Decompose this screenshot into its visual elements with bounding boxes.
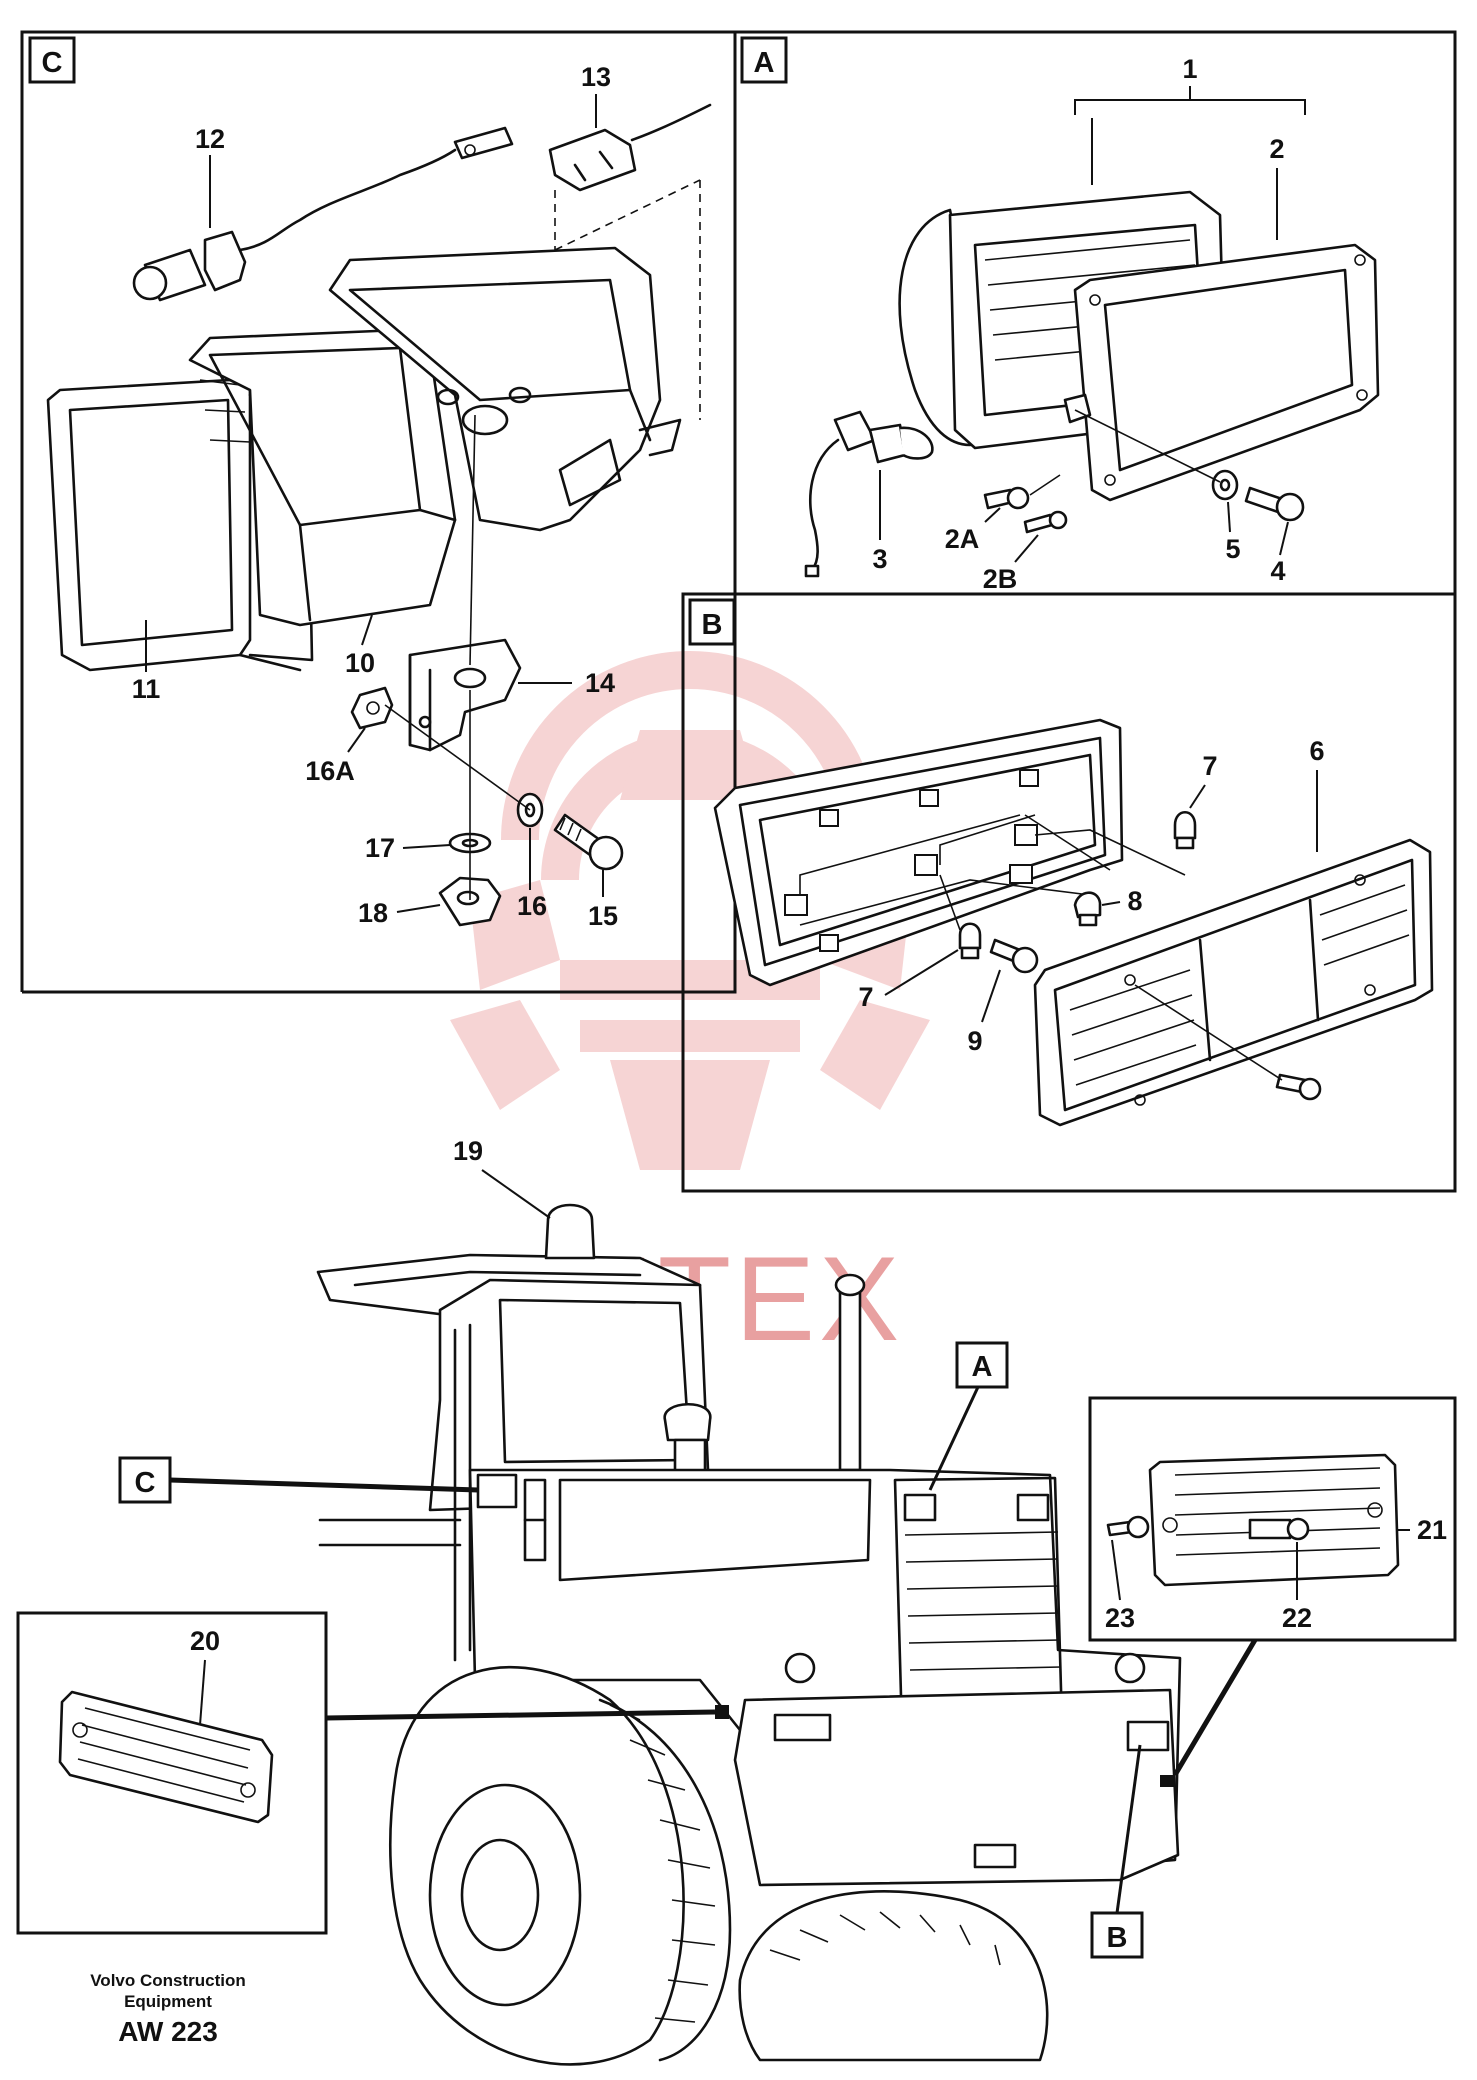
- callout-22: 22: [1282, 1603, 1312, 1633]
- callout-1: 1: [1182, 54, 1197, 84]
- bulb-8: [1073, 891, 1102, 927]
- leader-16a: [347, 727, 366, 753]
- assembly-lines-c: [384, 414, 531, 900]
- panel-b-tag-box: [688, 598, 736, 646]
- bracket-14: [408, 638, 522, 752]
- callout-2: 2: [1269, 134, 1284, 164]
- inset-21-pointer: [1172, 1638, 1258, 1777]
- footer-line1: Volvo Construction: [90, 1971, 246, 1990]
- headlamp-rim-2: [1063, 243, 1380, 502]
- callout-2b: 2B: [983, 564, 1018, 594]
- panel-a-tag: A: [754, 47, 775, 79]
- callout-19: 19: [453, 1136, 483, 1166]
- callout-3: 3: [872, 544, 887, 574]
- leader-7-lower: [884, 949, 959, 996]
- lamp-20-location: [715, 1705, 729, 1719]
- screw-9: [989, 938, 1039, 974]
- callout-2a: 2A: [945, 524, 980, 554]
- tail-lamp-housing: [713, 718, 1186, 987]
- callout-23: 23: [1105, 1603, 1135, 1633]
- bulb-3: [804, 410, 934, 578]
- leader-23: [1111, 1539, 1121, 1601]
- work-lamp-lens-10: [188, 328, 457, 627]
- assembly-lines-a: [1029, 409, 1221, 496]
- leader-8: [1101, 901, 1121, 906]
- leader-18: [396, 904, 441, 913]
- nut-18: [438, 876, 502, 927]
- callout-21: 21: [1417, 1515, 1447, 1545]
- rear-wheel: [738, 1890, 1049, 2062]
- bracket-1: [1074, 86, 1306, 115]
- connector-13: [548, 103, 712, 420]
- callout-13: 13: [581, 62, 611, 92]
- beacon-19: [544, 1203, 596, 1260]
- screw-2b: [1023, 510, 1068, 534]
- callout-8: 8: [1127, 886, 1142, 916]
- leader-20: [199, 1659, 206, 1726]
- callout-11: 11: [132, 674, 161, 704]
- leader-10: [361, 614, 373, 646]
- nut-16a: [350, 686, 394, 730]
- panel-c: C: [20, 30, 737, 994]
- wheel-loader: 19: [316, 1136, 1182, 2066]
- svg-text:C: C: [135, 1467, 156, 1499]
- callout-16: 16: [517, 891, 547, 921]
- leader-2b: [1014, 534, 1039, 563]
- callout-7-lower: 7: [858, 982, 873, 1012]
- work-lamp-housing: [328, 246, 682, 532]
- panel-c-tag-box: [28, 36, 76, 84]
- lens-screw: [1134, 984, 1322, 1101]
- leader-19: [481, 1169, 551, 1219]
- callout-7-upper: 7: [1202, 751, 1217, 781]
- svg-text:B: B: [1107, 1922, 1128, 1954]
- bulb-7-lower: [958, 922, 982, 960]
- callout-20: 20: [190, 1626, 220, 1656]
- callout-18: 18: [358, 898, 388, 928]
- callout-5: 5: [1225, 534, 1240, 564]
- callout-16a: 16A: [305, 756, 355, 786]
- washer-5: [1211, 469, 1239, 501]
- machine-tag-a: A: [928, 1341, 1009, 1491]
- panel-c-tag: C: [42, 47, 63, 79]
- panel-a: A: [733, 30, 1457, 596]
- callout-4: 4: [1270, 556, 1285, 586]
- leader-4: [1279, 521, 1289, 556]
- footer-code: AW 223: [118, 2016, 218, 2047]
- callout-15: 15: [588, 901, 618, 931]
- lamp-21-location: [1160, 1775, 1174, 1787]
- footer-line2: Equipment: [124, 1992, 212, 2011]
- leader-17: [402, 844, 451, 849]
- svg-text:A: A: [972, 1351, 993, 1383]
- screw-4: [1244, 486, 1305, 522]
- panel-b-tag: B: [702, 609, 723, 641]
- front-wheel: [389, 1665, 685, 2066]
- callout-6: 6: [1309, 736, 1324, 766]
- panel-a-tag-box: [740, 36, 788, 84]
- bulb-12: [132, 126, 514, 302]
- footer-company: Volvo Construction Equipment: [68, 1970, 268, 2012]
- callout-10: 10: [345, 648, 375, 678]
- machine-tag-c: C: [118, 1456, 479, 1504]
- callout-9: 9: [967, 1026, 982, 1056]
- tail-lamp-lens-6: [1033, 838, 1434, 1127]
- bulb-7-upper: [1173, 810, 1197, 850]
- lamp-c-location: [476, 1473, 518, 1509]
- inset-20-pointer: [325, 1709, 716, 1721]
- leader-5: [1227, 501, 1231, 533]
- inset-side-lamp-20: 20: [16, 1611, 716, 1935]
- inset-rear-marker-21: 21 23 22: [1088, 1396, 1457, 1777]
- leader-7-upper: [1189, 784, 1206, 809]
- leader-9: [981, 969, 1001, 1023]
- machine-tag-b: B: [1090, 1744, 1144, 1959]
- panel-b: B: [681, 592, 1457, 1193]
- screw-15: [553, 813, 624, 871]
- screw-2a: [983, 486, 1030, 510]
- callout-12: 12: [195, 124, 225, 154]
- callout-14: 14: [585, 668, 615, 698]
- leader-2a: [984, 507, 1001, 523]
- callout-17: 17: [365, 833, 395, 863]
